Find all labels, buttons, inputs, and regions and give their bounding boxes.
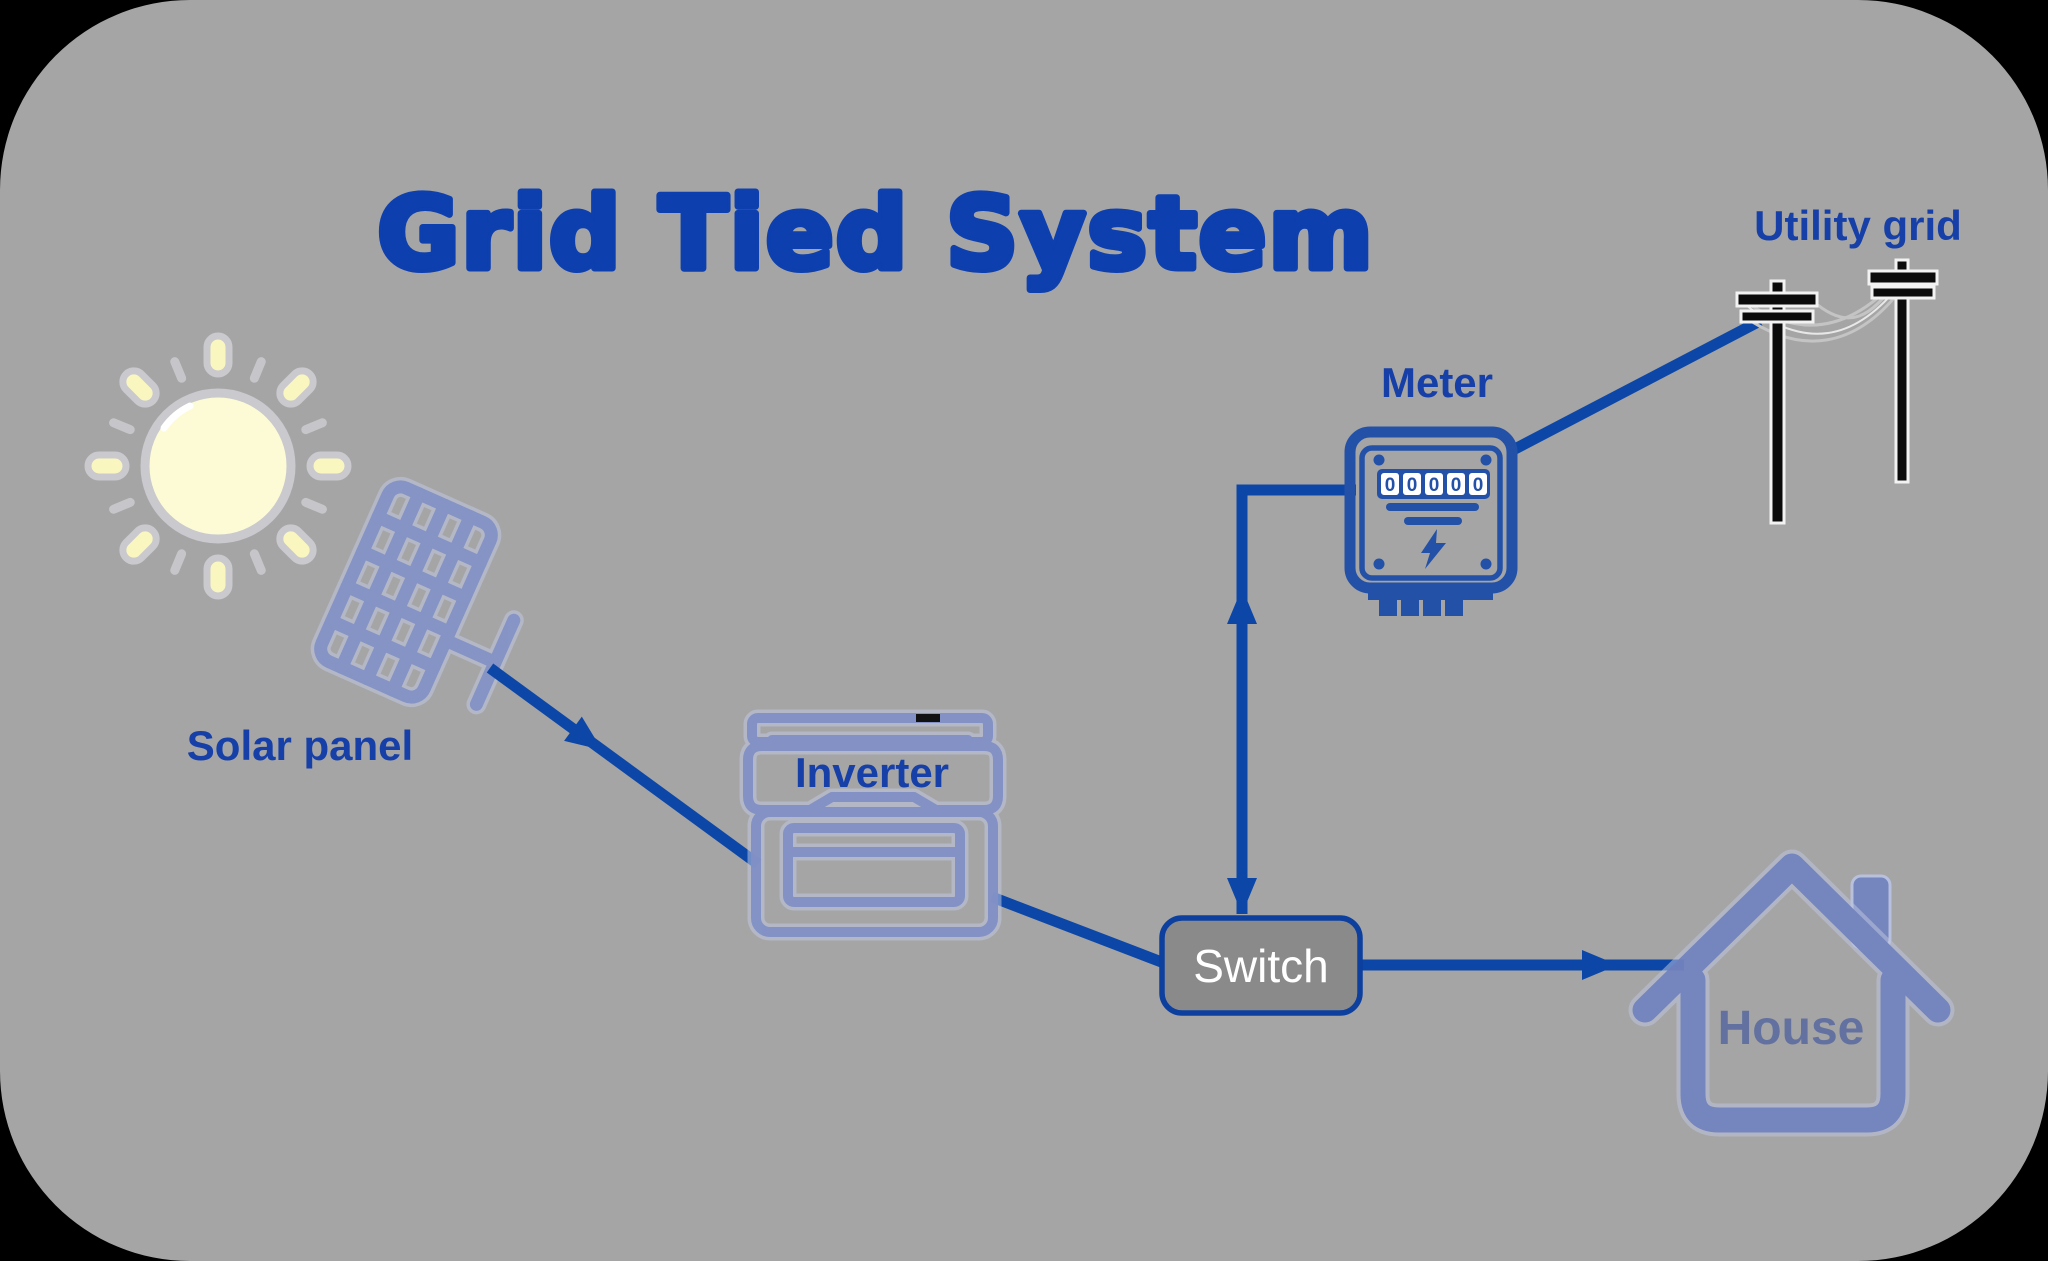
svg-text:0: 0 [1385,475,1396,496]
svg-text:0: 0 [1407,475,1418,496]
svg-text:0: 0 [1429,475,1440,496]
svg-text:0: 0 [1473,475,1484,496]
utility-grid-label: Utility grid [1754,202,1962,249]
meter-icon: 0 0 0 0 0 Meter [1344,359,1518,616]
house-icon: House [1645,866,1938,1120]
meter-digit-display: 0 0 0 0 0 [1381,473,1487,496]
page-title: Grid Tied System [377,175,1374,292]
inverter-icon: Inverter [748,714,998,932]
arrow-solar-to-inverter [486,663,762,869]
solar-panel-label: Solar panel [187,722,413,769]
switch-label: Switch [1193,940,1328,992]
inverter-label: Inverter [795,749,949,796]
meter-label: Meter [1381,359,1493,406]
line-meter-to-grid [1510,316,1763,455]
switch-box: Switch [1159,915,1363,1016]
svg-text:0: 0 [1451,475,1462,496]
arrow-switch-meter-bidirectional [1227,484,1356,914]
house-label: House [1718,1002,1865,1055]
inverter-top-dash [916,714,940,722]
sun-icon [88,336,348,596]
line-inverter-to-switch [990,891,1166,969]
utility-grid-icon: Utility grid [1735,202,1962,525]
arrow-switch-to-house [1360,950,1684,980]
